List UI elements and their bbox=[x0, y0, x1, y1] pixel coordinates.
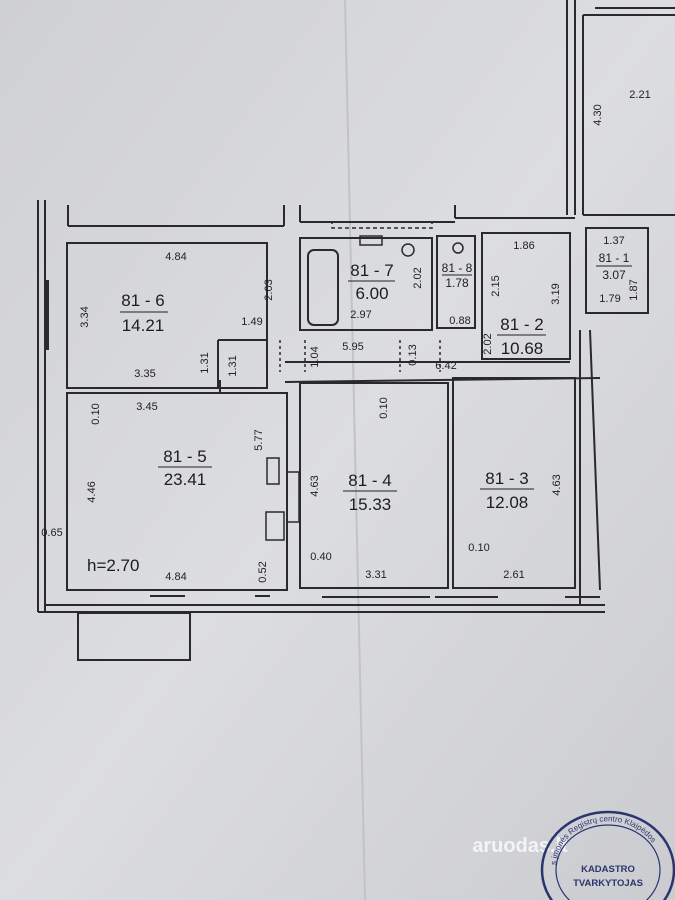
dimension-labels: 4.30 4.84 3.34 2.03 1.49 3.35 1.31 1.31 … bbox=[41, 104, 640, 583]
room-id-81-8: 81 - 8 bbox=[442, 261, 473, 275]
dim-1-31-a: 1.31 bbox=[199, 352, 211, 373]
dim-0-88: 0.88 bbox=[449, 315, 470, 327]
dim-1-86: 1.86 bbox=[513, 240, 534, 252]
room-id-81-3: 81 - 3 bbox=[485, 469, 528, 488]
dim-4-84-top: 4.84 bbox=[165, 251, 186, 263]
room-area-81-2: 10.68 bbox=[501, 339, 544, 358]
top-room-area: 2.21 bbox=[629, 89, 650, 101]
dim-3-31: 3.31 bbox=[365, 569, 386, 581]
dim-0-10-b: 0.10 bbox=[378, 397, 390, 418]
dim-0-10-a: 0.10 bbox=[90, 403, 102, 424]
dim-0-52: 0.52 bbox=[257, 561, 269, 582]
toilet-icon-wc bbox=[452, 242, 464, 254]
paper-fold bbox=[344, 0, 366, 900]
dim-1-37: 1.37 bbox=[603, 235, 624, 247]
dim-4-63-a: 4.63 bbox=[309, 475, 321, 496]
room-area-81-5: 23.41 bbox=[164, 470, 207, 489]
dim-0-65: 0.65 bbox=[41, 527, 62, 539]
dim-6-42: 6.42 bbox=[435, 360, 456, 372]
room-area-81-3: 12.08 bbox=[486, 493, 529, 512]
dim-3-45: 3.45 bbox=[136, 401, 157, 413]
dim-1-79: 1.79 bbox=[599, 293, 620, 305]
dim-0-10-c: 0.10 bbox=[468, 542, 489, 554]
dim-1-49: 1.49 bbox=[241, 316, 262, 328]
room-id-81-7: 81 - 7 bbox=[350, 261, 393, 280]
dim-3-34: 3.34 bbox=[79, 306, 91, 327]
dim-1-31-b: 1.31 bbox=[227, 355, 239, 376]
walls bbox=[37, 0, 675, 661]
dim-4-84-bottom: 4.84 bbox=[165, 571, 186, 583]
stove-icon bbox=[266, 457, 280, 485]
dim-0-40: 0.40 bbox=[310, 551, 331, 563]
dim-2-02-b: 2.02 bbox=[482, 333, 494, 354]
fridge-icon bbox=[265, 511, 285, 541]
stamp-line-2: TVARKYTOJAS bbox=[573, 878, 643, 889]
dim-5-77: 5.77 bbox=[253, 429, 265, 450]
dim-0-13: 0.13 bbox=[407, 344, 419, 365]
dim-2-97: 2.97 bbox=[350, 309, 371, 321]
dim-2-03: 2.03 bbox=[263, 279, 275, 300]
dim-5-95: 5.95 bbox=[342, 341, 363, 353]
room-id-81-4: 81 - 4 bbox=[348, 471, 391, 490]
ceiling-height: h=2.70 bbox=[87, 556, 139, 575]
dim-2-61: 2.61 bbox=[503, 569, 524, 581]
sink-icon bbox=[359, 235, 383, 246]
room-id-81-5: 81 - 5 bbox=[163, 447, 206, 466]
dim-2-15: 2.15 bbox=[490, 275, 502, 296]
kitchen-counter-icon bbox=[286, 471, 300, 523]
dim-1-04: 1.04 bbox=[309, 346, 321, 367]
dim-4-63-b: 4.63 bbox=[551, 474, 563, 495]
dim-4-46: 4.46 bbox=[86, 481, 98, 502]
dim-2-02-bath: 2.02 bbox=[412, 267, 424, 288]
room-id-81-6: 81 - 6 bbox=[121, 291, 164, 310]
room-labels: 81 - 6 14.21 81 - 7 6.00 81 - 8 1.78 81 … bbox=[87, 89, 651, 575]
toilet-icon bbox=[401, 243, 415, 257]
room-area-81-6: 14.21 bbox=[122, 316, 165, 335]
stamp-line-1: KADASTRO bbox=[581, 864, 635, 875]
room-area-81-8: 1.78 bbox=[445, 276, 469, 290]
dim-3-19: 3.19 bbox=[550, 283, 562, 304]
room-area-81-7: 6.00 bbox=[355, 284, 388, 303]
room-id-81-1: 81 - 1 bbox=[599, 251, 630, 265]
room-area-81-4: 15.33 bbox=[349, 495, 392, 514]
dim-1-87: 1.87 bbox=[628, 279, 640, 300]
dim-4-30: 4.30 bbox=[592, 104, 604, 125]
room-id-81-2: 81 - 2 bbox=[500, 315, 543, 334]
fixtures bbox=[265, 221, 464, 541]
room-area-81-1: 3.07 bbox=[602, 268, 626, 282]
dim-3-35: 3.35 bbox=[134, 368, 155, 380]
